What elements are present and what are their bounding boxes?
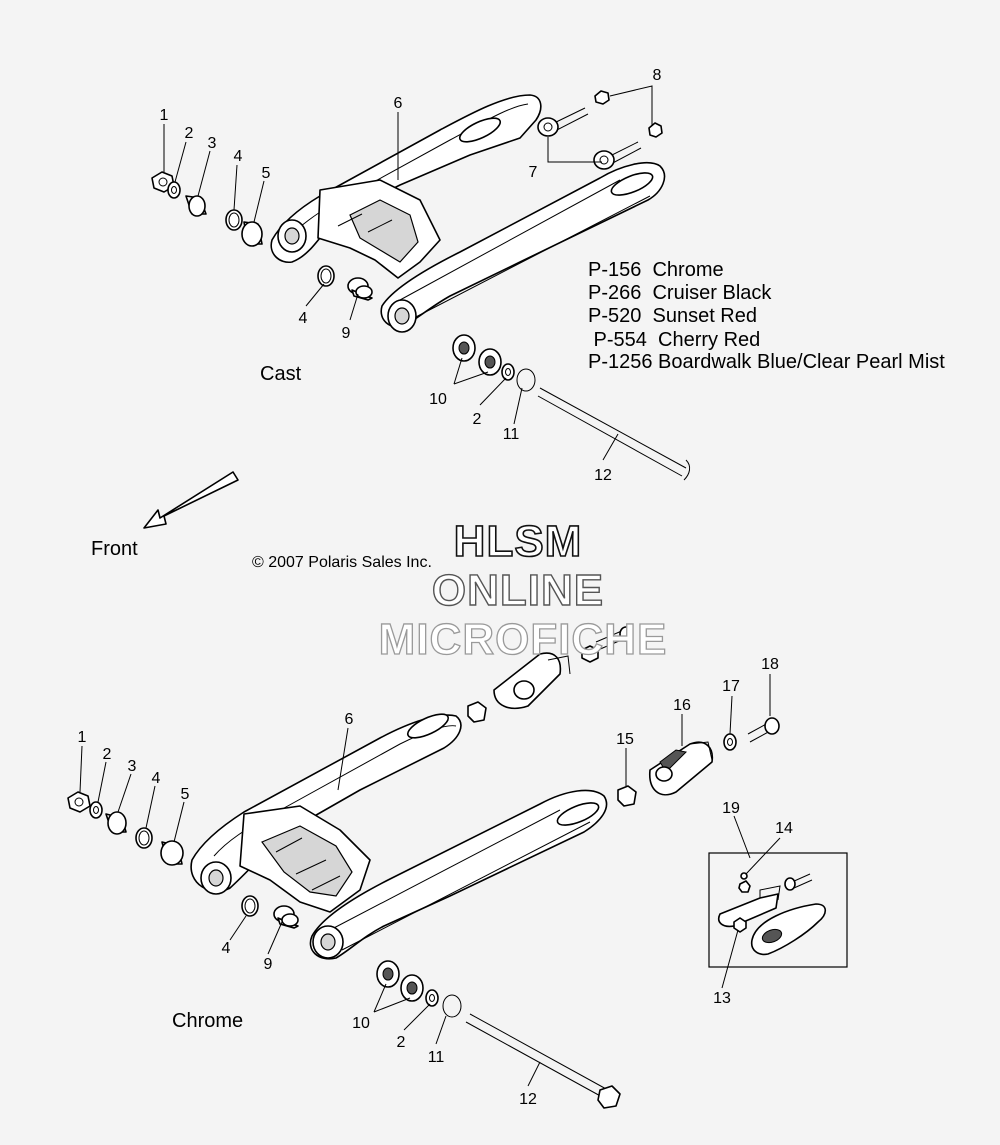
callout-4-top: 4 [234,148,243,165]
washer-part-2-top [167,181,181,199]
ring-part-4-top [225,209,243,231]
ring-part-4b-top [317,265,335,287]
paint-code-4: P-554 Cherry Red [588,329,760,351]
washer-part-2b-bottom [425,989,439,1007]
axle-part-12-top [537,387,691,481]
callout-17: 17 [722,678,740,695]
callout-4-bottom: 4 [152,770,161,787]
paint-code-3: P-520 Sunset Red [588,305,757,327]
callout-2-bottom: 2 [103,746,112,763]
paint-code-5: P-1256 Boardwalk Blue/Clear Pearl Mist [588,351,945,373]
bearing-part-10-bottom [376,960,424,1002]
circlip-part-11-bottom [442,994,462,1018]
spacer-part-3-top [185,195,207,217]
callout-1-bottom: 1 [78,729,87,746]
callout-2b-top: 2 [473,411,482,428]
inset-washer-part-14 [738,872,751,893]
ring-part-4-bottom [135,827,153,849]
callout-4b-top: 4 [299,310,308,327]
callout-11-top: 11 [503,426,520,443]
callout-3-top: 3 [208,135,217,152]
front-label: Front [91,538,138,560]
bracket-plate-upper [493,652,571,710]
inset-kit-box-part-19 [708,852,848,968]
bushing-part-9-top [347,277,373,301]
nut-part-1-bottom [67,791,91,813]
paint-code-1: P-156 Chrome [588,259,724,281]
bottom-callout-numbers: 1 2 3 4 5 6 4 9 10 2 11 12 13 14 15 16 1… [78,656,793,1108]
callout-9-bottom: 9 [264,956,273,973]
square-nut-upper [467,701,487,723]
watermark-line-1: HLSM [454,517,583,566]
paint-code-list: P-156 Chrome P-266 Cruiser Black P-520 S… [588,259,945,373]
watermark-line-3: MICROFICHE [379,615,668,664]
washer-part-2b-top [501,363,515,381]
callout-7-top: 7 [529,164,538,181]
callout-4b-bottom: 4 [222,940,231,957]
bolt-upper-bottom [581,626,633,663]
ring-part-4b-bottom [241,895,259,917]
callout-19: 19 [722,800,740,817]
spacer-part-3-bottom [105,811,127,835]
top-callout-numbers: 1 2 3 4 5 6 7 8 4 9 10 2 11 12 [160,67,662,484]
section-label-cast: Cast [260,363,302,385]
callout-9-top: 9 [342,325,351,342]
washer-part-17 [723,733,737,751]
callout-12-bottom: 12 [519,1091,537,1108]
inset-cover [750,903,827,956]
callout-16: 16 [673,697,691,714]
swingarm-chrome-body [190,713,608,960]
callout-5-bottom: 5 [181,786,190,803]
callout-2b-bottom: 2 [397,1034,406,1051]
cast-swingarm-assembly [151,85,691,481]
bearing-part-10-top [452,334,502,376]
callout-10-bottom: 10 [352,1015,370,1032]
callout-5-top: 5 [262,165,271,182]
swingarm-cast-body [270,94,666,333]
paint-code-2: P-266 Cruiser Black [588,282,772,304]
callout-12-top: 12 [594,467,612,484]
watermark-line-2: ONLINE [432,566,604,615]
watermark: HLSM ONLINE MICROFICHE [378,516,668,664]
inset-bracket [718,885,781,928]
bushing-part-5-bottom [160,840,184,866]
chrome-swingarm-assembly [67,626,848,1109]
inset-bolt [784,873,813,891]
washer-part-2-bottom [89,801,103,819]
square-nut-part-15 [617,785,637,807]
callout-15: 15 [616,731,634,748]
axle-part-12-bottom [465,1013,621,1109]
bolt-part-18 [747,717,780,743]
pivot-bushing-part-7-top [537,107,642,170]
circlip-part-11-top [516,368,536,392]
callout-6-top: 6 [394,95,403,112]
callout-10-top: 10 [429,391,447,408]
bushing-part-5-top [241,221,263,247]
bracket-part-16 [649,741,714,796]
callout-3-bottom: 3 [128,758,137,775]
nut-part-8-top [594,90,663,138]
section-label-chrome: Chrome [172,1010,243,1032]
callout-8-top: 8 [653,67,662,84]
callout-18: 18 [761,656,779,673]
front-direction-arrow [143,471,239,529]
bushing-part-9-bottom [273,905,299,929]
callout-2-top: 2 [185,125,194,142]
callout-11-bottom: 11 [428,1049,445,1066]
copyright-notice: © 2007 Polaris Sales Inc. [252,554,432,571]
callout-13: 13 [713,990,731,1007]
callout-6-bottom: 6 [345,711,354,728]
callout-1-top: 1 [160,107,169,124]
callout-14: 14 [775,820,793,837]
inset-nut-part-13 [733,917,747,933]
